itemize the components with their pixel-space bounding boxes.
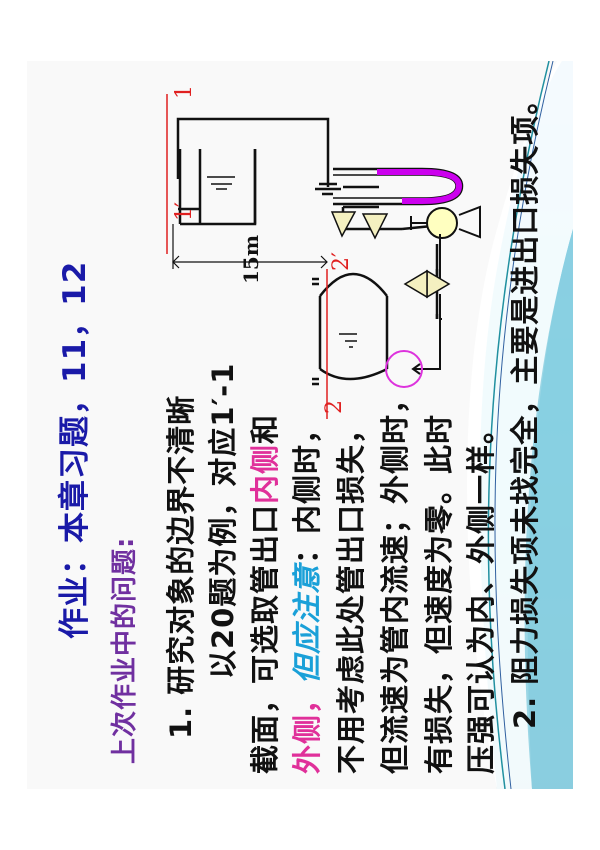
slide: 作业：本章习题，11，12 上次作业中的问题: 1. 研究对象的边界不清晰 以2… (27, 61, 573, 789)
label-section-1: 1 (172, 85, 197, 99)
label-section-1-prime: 1′ (172, 202, 197, 221)
valve-upper (330, 211, 389, 240)
pump (410, 205, 481, 239)
manometer (333, 167, 464, 206)
label-distance: 15m (239, 235, 263, 284)
flow-system-diagram (166, 94, 481, 419)
reactor-vessel (312, 272, 389, 386)
highlight-circle (385, 350, 423, 388)
valve-lower (403, 269, 451, 299)
label-section-2-prime: 2′ (329, 252, 354, 271)
label-section-2: 2 (322, 400, 347, 414)
decorative-wave (467, 61, 573, 789)
